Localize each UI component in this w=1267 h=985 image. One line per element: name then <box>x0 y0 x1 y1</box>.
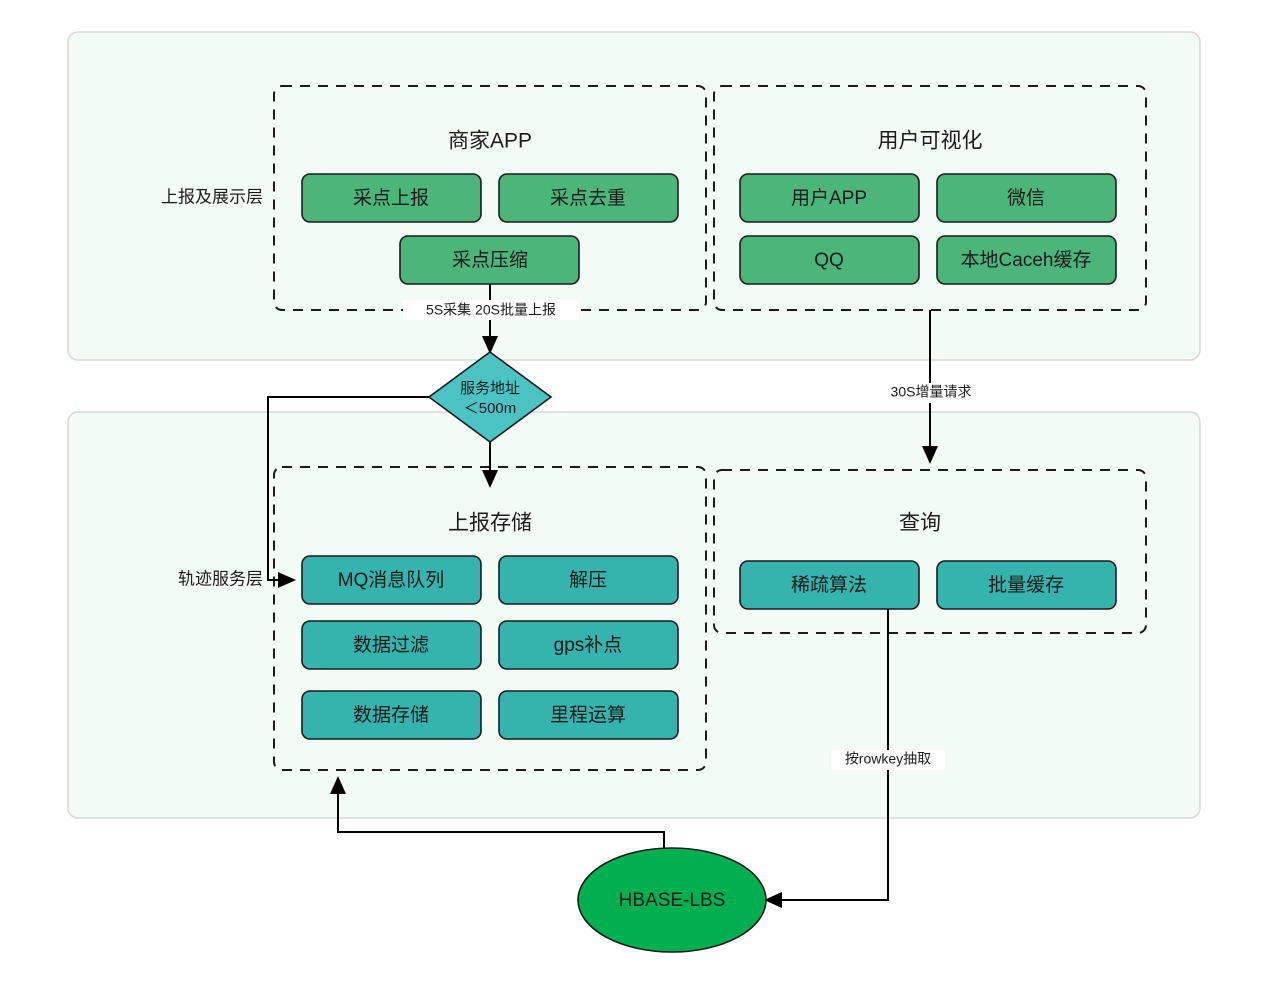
node-batch-cache-label: 批量缓存 <box>988 574 1064 596</box>
node-gps-fill-label: gps补点 <box>554 634 623 656</box>
group-user-visual <box>713 85 1147 311</box>
edge-label-rowkey-bg <box>831 750 945 770</box>
node-sparse-algo-box <box>739 560 920 610</box>
node-data-store-box <box>301 690 482 740</box>
node-local-cache[interactable]: 本地Caceh缓存 <box>936 235 1117 285</box>
node-qq[interactable]: QQ <box>739 235 920 285</box>
node-collect-dedup-box <box>498 173 679 223</box>
edge-label-incremental: 30S增量请求 <box>891 384 972 400</box>
node-mq-box <box>301 555 482 605</box>
node-data-filter-label: 数据过滤 <box>353 634 429 656</box>
layer-panel-trajectory <box>67 411 1201 819</box>
node-decompress-box <box>498 555 679 605</box>
group-query <box>713 469 1147 634</box>
node-hbase-lbs[interactable]: HBASE-LBS <box>577 847 767 953</box>
node-service-address-line1: 服务地址 <box>460 380 520 397</box>
group-title-report-storage: 上报存储 <box>448 512 532 535</box>
node-collect-report[interactable]: 采点上报 <box>301 173 482 223</box>
node-hbase-lbs-shape <box>577 847 767 953</box>
node-wechat[interactable]: 微信 <box>936 173 1117 223</box>
layer-label-reporting: 上报及展示层 <box>161 187 263 206</box>
node-decompress-label: 解压 <box>569 569 607 591</box>
group-title-merchant-app: 商家APP <box>448 130 532 153</box>
node-batch-cache-box <box>936 560 1117 610</box>
node-mileage-calc[interactable]: 里程运算 <box>498 690 679 740</box>
node-data-filter-box <box>301 620 482 670</box>
group-title-query: 查询 <box>899 512 941 535</box>
node-wechat-box <box>936 173 1117 223</box>
node-sparse-algo-label: 稀疏算法 <box>791 574 867 596</box>
node-mq[interactable]: MQ消息队列 <box>301 555 482 605</box>
edge-label-collect: 5S采集 20S批量上报 <box>426 302 556 318</box>
node-mileage-calc-box <box>498 690 679 740</box>
node-data-store[interactable]: 数据存储 <box>301 690 482 740</box>
layer-label-trajectory: 轨迹服务层 <box>178 569 263 588</box>
edge-decision-to-mq <box>267 396 435 588</box>
node-service-address[interactable]: 服务地址 ＜500m <box>427 351 553 443</box>
node-batch-cache[interactable]: 批量缓存 <box>936 560 1117 610</box>
node-local-cache-box <box>936 235 1117 285</box>
edge-query-to-hbase <box>764 609 889 908</box>
node-collect-compress-label: 采点压缩 <box>452 249 528 271</box>
node-mq-label: MQ消息队列 <box>338 569 445 591</box>
edge-label-incremental-bg <box>872 383 990 403</box>
node-collect-report-label: 采点上报 <box>353 187 429 209</box>
node-qq-label: QQ <box>814 250 844 271</box>
node-user-app[interactable]: 用户APP <box>739 173 920 223</box>
node-hbase-lbs-label: HBASE-LBS <box>619 890 726 911</box>
node-wechat-label: 微信 <box>1007 187 1045 209</box>
node-qq-box <box>739 235 920 285</box>
node-local-cache-label: 本地Caceh缓存 <box>961 249 1092 271</box>
node-mileage-calc-label: 里程运算 <box>550 704 626 726</box>
node-collect-report-box <box>301 173 482 223</box>
node-gps-fill-box <box>498 620 679 670</box>
node-service-address-line2: ＜500m <box>464 400 517 417</box>
node-service-address-shape <box>427 351 553 443</box>
node-data-filter[interactable]: 数据过滤 <box>301 620 482 670</box>
node-user-app-label: 用户APP <box>791 187 867 209</box>
edge-label-rowkey: 按rowkey抽取 <box>845 751 931 767</box>
group-merchant-app <box>273 85 707 311</box>
node-data-store-label: 数据存储 <box>353 704 429 726</box>
node-sparse-algo[interactable]: 稀疏算法 <box>739 560 920 610</box>
node-collect-dedup[interactable]: 采点去重 <box>498 173 679 223</box>
node-collect-compress[interactable]: 采点压缩 <box>399 235 580 285</box>
node-user-app-box <box>739 173 920 223</box>
group-title-user-visual: 用户可视化 <box>878 130 983 153</box>
node-gps-fill[interactable]: gps补点 <box>498 620 679 670</box>
node-decompress[interactable]: 解压 <box>498 555 679 605</box>
edge-label-collect-bg <box>403 300 579 320</box>
node-collect-dedup-label: 采点去重 <box>550 187 626 209</box>
